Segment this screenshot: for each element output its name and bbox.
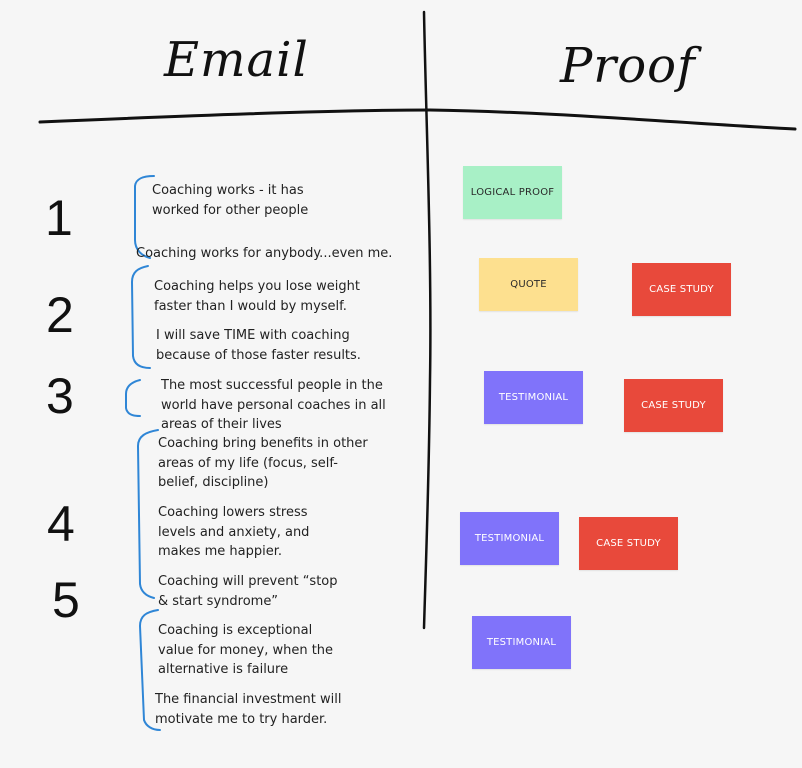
- note-coaching-works: Coaching works - it has worked for other…: [152, 183, 309, 218]
- sticky-case-study[interactable]: CASE STUDY: [624, 379, 723, 432]
- sticky-logical-proof[interactable]: LOGICAL PROOF: [463, 166, 562, 219]
- sticky-testimonial[interactable]: TESTIMONIAL: [472, 616, 571, 669]
- bracket-3: [125, 379, 141, 417]
- sticky-quote[interactable]: QUOTE: [479, 258, 578, 311]
- number-5: 5: [52, 572, 80, 628]
- heading-email: Email: [164, 32, 309, 88]
- sticky-label: LOGICAL PROOF: [470, 187, 555, 198]
- sticky-label: CASE STUDY: [596, 538, 661, 549]
- note-other-benefits: Coaching bring benefits in other areas o…: [158, 436, 368, 490]
- note-value-for-money: Coaching is exceptional value for money,…: [158, 623, 334, 677]
- sticky-case-study[interactable]: CASE STUDY: [579, 517, 678, 570]
- note-successful-people: The most successful people in the world …: [161, 378, 386, 432]
- bracket-2: [130, 265, 151, 369]
- number-1: 1: [45, 190, 73, 246]
- sticky-label: TESTIMONIAL: [498, 392, 569, 403]
- sticky-label: CASE STUDY: [641, 400, 706, 411]
- sticky-label: TESTIMONIAL: [486, 637, 557, 648]
- note-coaching-works-anybody: Coaching works for anybody...even me.: [136, 246, 393, 261]
- bracket-4: [136, 429, 159, 599]
- sticky-testimonial[interactable]: TESTIMONIAL: [484, 371, 583, 424]
- note-lowers-stress: Coaching lowers stress levels and anxiet…: [158, 505, 310, 559]
- number-4: 4: [47, 496, 75, 552]
- vertical-divider: [422, 10, 432, 630]
- sticky-label: TESTIMONIAL: [474, 533, 545, 544]
- sticky-label: CASE STUDY: [649, 284, 714, 295]
- sticky-testimonial[interactable]: TESTIMONIAL: [460, 512, 559, 565]
- sticky-label: QUOTE: [510, 279, 547, 290]
- horizontal-divider: [38, 108, 797, 131]
- number-2: 2: [46, 287, 74, 343]
- heading-proof: Proof: [560, 38, 696, 94]
- note-financial-investment: The financial investment will motivate m…: [155, 692, 342, 727]
- note-stop-start: Coaching will prevent “stop & start synd…: [158, 574, 338, 609]
- number-3: 3: [46, 368, 74, 424]
- sticky-case-study[interactable]: CASE STUDY: [632, 263, 731, 316]
- note-save-time: I will save TIME with coaching because o…: [156, 328, 361, 363]
- note-lose-weight: Coaching helps you lose weight faster th…: [154, 279, 360, 314]
